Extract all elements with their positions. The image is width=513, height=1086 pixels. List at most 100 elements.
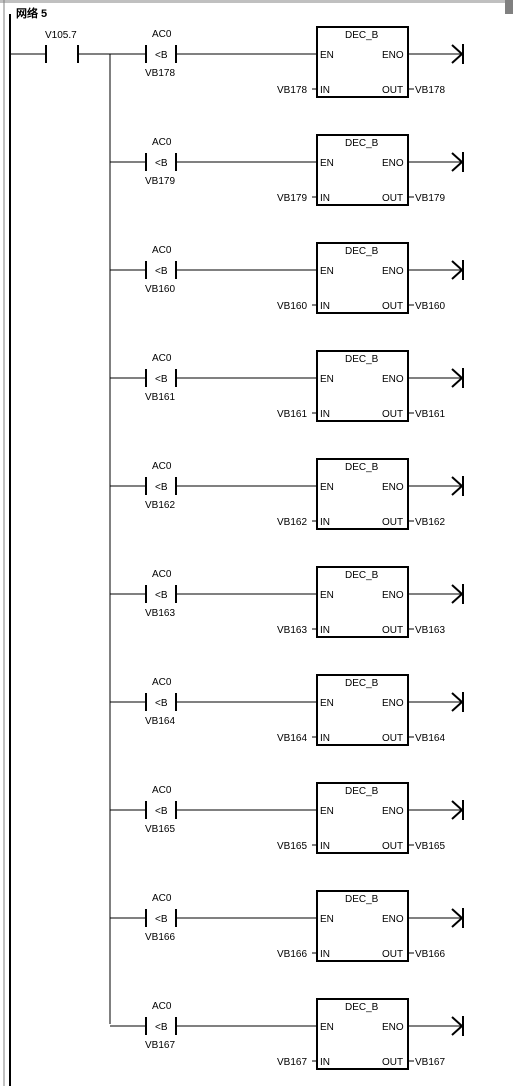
in-pin-label: IN	[320, 1057, 330, 1068]
compare-operator: <B	[155, 266, 168, 277]
out-pin-label: OUT	[382, 625, 403, 636]
compare-operator: <B	[155, 50, 168, 61]
in-operand[interactable]: VB161	[277, 409, 307, 420]
eno-pin-label: ENO	[382, 914, 404, 925]
compare-contact[interactable]: AC0 <B VB178	[110, 29, 177, 79]
out-operand[interactable]: VB167	[415, 1057, 445, 1068]
in-operand[interactable]: VB160	[277, 301, 307, 312]
out-operand[interactable]: VB162	[415, 517, 445, 528]
network-title: 网络 5	[16, 6, 47, 20]
compare-operand-top: AC0	[152, 29, 172, 40]
in-operand[interactable]: VB166	[277, 949, 307, 960]
eno-pin-label: ENO	[382, 1022, 404, 1033]
compare-operand-bottom: VB161	[145, 392, 175, 403]
box-title: DEC_B	[345, 462, 379, 473]
compare-operator: <B	[155, 1022, 168, 1033]
eno-pin-label: ENO	[382, 158, 404, 169]
in-pin-label: IN	[320, 949, 330, 960]
en-pin-label: EN	[320, 1022, 334, 1033]
compare-contact[interactable]: AC0 <B VB163	[110, 569, 177, 619]
eno-pin-label: ENO	[382, 266, 404, 277]
compare-operand-top: AC0	[152, 569, 172, 580]
out-operand[interactable]: VB166	[415, 949, 445, 960]
in-pin-label: IN	[320, 733, 330, 744]
out-operand[interactable]: VB164	[415, 733, 445, 744]
box-title: DEC_B	[345, 246, 379, 257]
out-operand[interactable]: VB163	[415, 625, 445, 636]
out-operand[interactable]: VB165	[415, 841, 445, 852]
dec-b-box[interactable]: DEC_B EN ENO IN OUT	[316, 566, 409, 638]
out-operand[interactable]: VB160	[415, 301, 445, 312]
eno-pin-label: ENO	[382, 806, 404, 817]
in-operand[interactable]: VB178	[277, 85, 307, 96]
box-title: DEC_B	[345, 354, 379, 365]
in-operand[interactable]: VB164	[277, 733, 307, 744]
compare-operand-top: AC0	[152, 353, 172, 364]
in-pin-label: IN	[320, 85, 330, 96]
compare-operand-top: AC0	[152, 461, 172, 472]
out-pin-label: OUT	[382, 733, 403, 744]
compare-operator: <B	[155, 374, 168, 385]
out-operand[interactable]: VB178	[415, 85, 445, 96]
compare-operand-bottom: VB160	[145, 284, 175, 295]
in-pin-label: IN	[320, 517, 330, 528]
compare-operand-bottom: VB179	[145, 176, 175, 187]
eno-pin-label: ENO	[382, 590, 404, 601]
compare-operand-top: AC0	[152, 893, 172, 904]
dec-b-box[interactable]: DEC_B EN ENO IN OUT	[316, 242, 409, 314]
compare-operator: <B	[155, 914, 168, 925]
en-pin-label: EN	[320, 50, 334, 61]
compare-operator: <B	[155, 590, 168, 601]
out-pin-label: OUT	[382, 301, 403, 312]
en-pin-label: EN	[320, 698, 334, 709]
box-title: DEC_B	[345, 894, 379, 905]
out-operand[interactable]: VB161	[415, 409, 445, 420]
compare-contact[interactable]: AC0 <B VB161	[110, 353, 177, 403]
editor-top-border	[0, 0, 513, 3]
en-pin-label: EN	[320, 914, 334, 925]
in-operand[interactable]: VB163	[277, 625, 307, 636]
box-title: DEC_B	[345, 138, 379, 149]
in-operand[interactable]: VB162	[277, 517, 307, 528]
compare-operand-bottom: VB165	[145, 824, 175, 835]
en-pin-label: EN	[320, 590, 334, 601]
main-contact[interactable]: V105.7	[11, 30, 110, 63]
en-pin-label: EN	[320, 266, 334, 277]
in-pin-label: IN	[320, 841, 330, 852]
in-pin-label: IN	[320, 625, 330, 636]
compare-operator: <B	[155, 698, 168, 709]
compare-operand-bottom: VB163	[145, 608, 175, 619]
in-operand[interactable]: VB167	[277, 1057, 307, 1068]
in-operand[interactable]: VB165	[277, 841, 307, 852]
out-operand[interactable]: VB179	[415, 193, 445, 204]
box-title: DEC_B	[345, 678, 379, 689]
out-pin-label: OUT	[382, 409, 403, 420]
in-pin-label: IN	[320, 301, 330, 312]
compare-operand-bottom: VB164	[145, 716, 175, 727]
in-operand[interactable]: VB179	[277, 193, 307, 204]
box-title: DEC_B	[345, 570, 379, 581]
compare-operand-bottom: VB178	[145, 68, 175, 79]
